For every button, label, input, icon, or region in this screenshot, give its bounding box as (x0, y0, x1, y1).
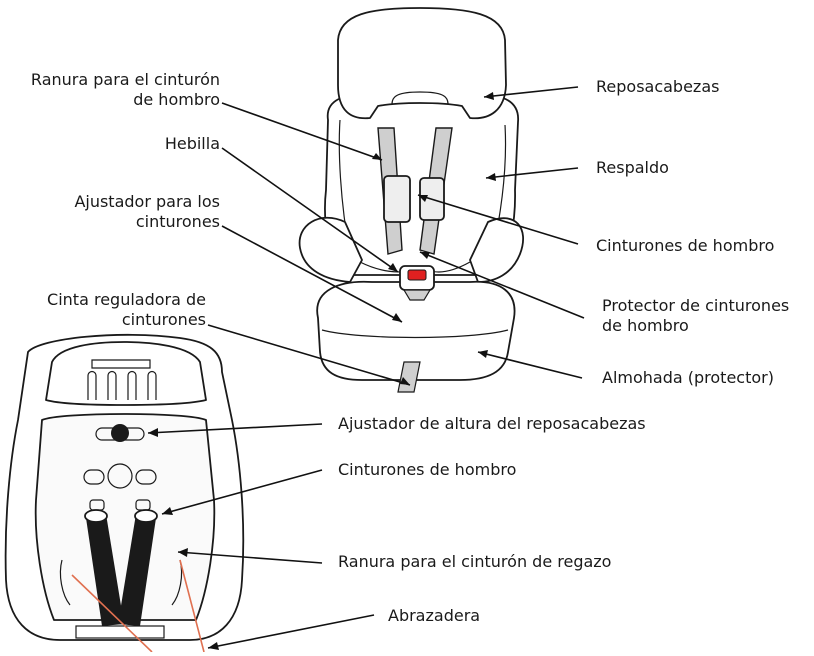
label-headrest: Reposacabezas (596, 77, 719, 97)
label-shoulder-slot: Ranura para el cinturón de hombro (31, 70, 220, 110)
label-shoulder-slot-line1: Ranura para el cinturón (31, 70, 220, 90)
label-belt-adjuster-line2: cinturones (74, 212, 220, 232)
label-adjuster-strap-line1: Cinta reguladora de (47, 290, 206, 310)
label-lap-belt-slot: Ranura para el cinturón de regazo (338, 552, 611, 572)
label-shoulder-slot-line2: de hombro (31, 90, 220, 110)
leader-clamp (208, 615, 374, 648)
height-adjuster-knob (111, 424, 129, 442)
front-seat-illustration (300, 8, 524, 392)
label-belt-adjuster-line1: Ajustador para los (74, 192, 220, 212)
label-belt-adjuster: Ajustador para los cinturones (74, 192, 220, 232)
label-adjuster-strap: Cinta reguladora de cinturones (47, 290, 206, 330)
label-backrest: Respaldo (596, 158, 669, 178)
label-clamp: Abrazadera (388, 606, 480, 626)
back-seat-illustration (6, 335, 244, 652)
label-headrest-height-adjuster: Ajustador de altura del reposacabezas (338, 414, 646, 434)
label-shoulder-pad: Protector de cinturones de hombro (602, 296, 789, 336)
label-shoulder-belts-front: Cinturones de hombro (596, 236, 774, 256)
label-shoulder-belts-back: Cinturones de hombro (338, 460, 516, 480)
label-shoulder-pad-line1: Protector de cinturones (602, 296, 789, 316)
headrest-shape (338, 8, 506, 118)
buckle-red-button (408, 270, 426, 280)
label-shoulder-pad-line2: de hombro (602, 316, 789, 336)
back-headrest (46, 342, 206, 405)
left-shoulder-pad (384, 176, 410, 222)
label-adjuster-strap-line2: cinturones (47, 310, 206, 330)
label-cushion: Almohada (protector) (602, 368, 774, 388)
label-buckle: Hebilla (165, 134, 220, 154)
